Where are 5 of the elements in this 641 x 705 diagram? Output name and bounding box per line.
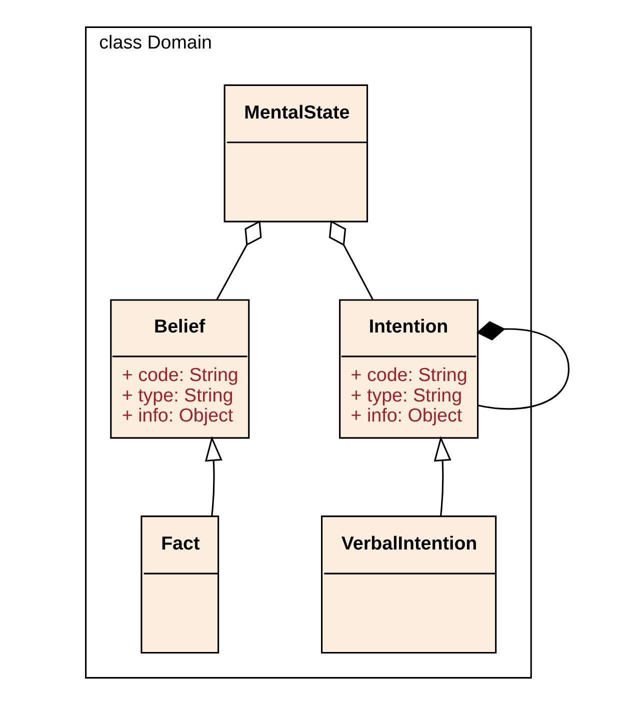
connector	[216, 220, 262, 300]
arrow	[433, 436, 451, 516]
arrow	[204, 436, 222, 516]
connector	[476, 321, 570, 410]
connector	[328, 220, 373, 300]
